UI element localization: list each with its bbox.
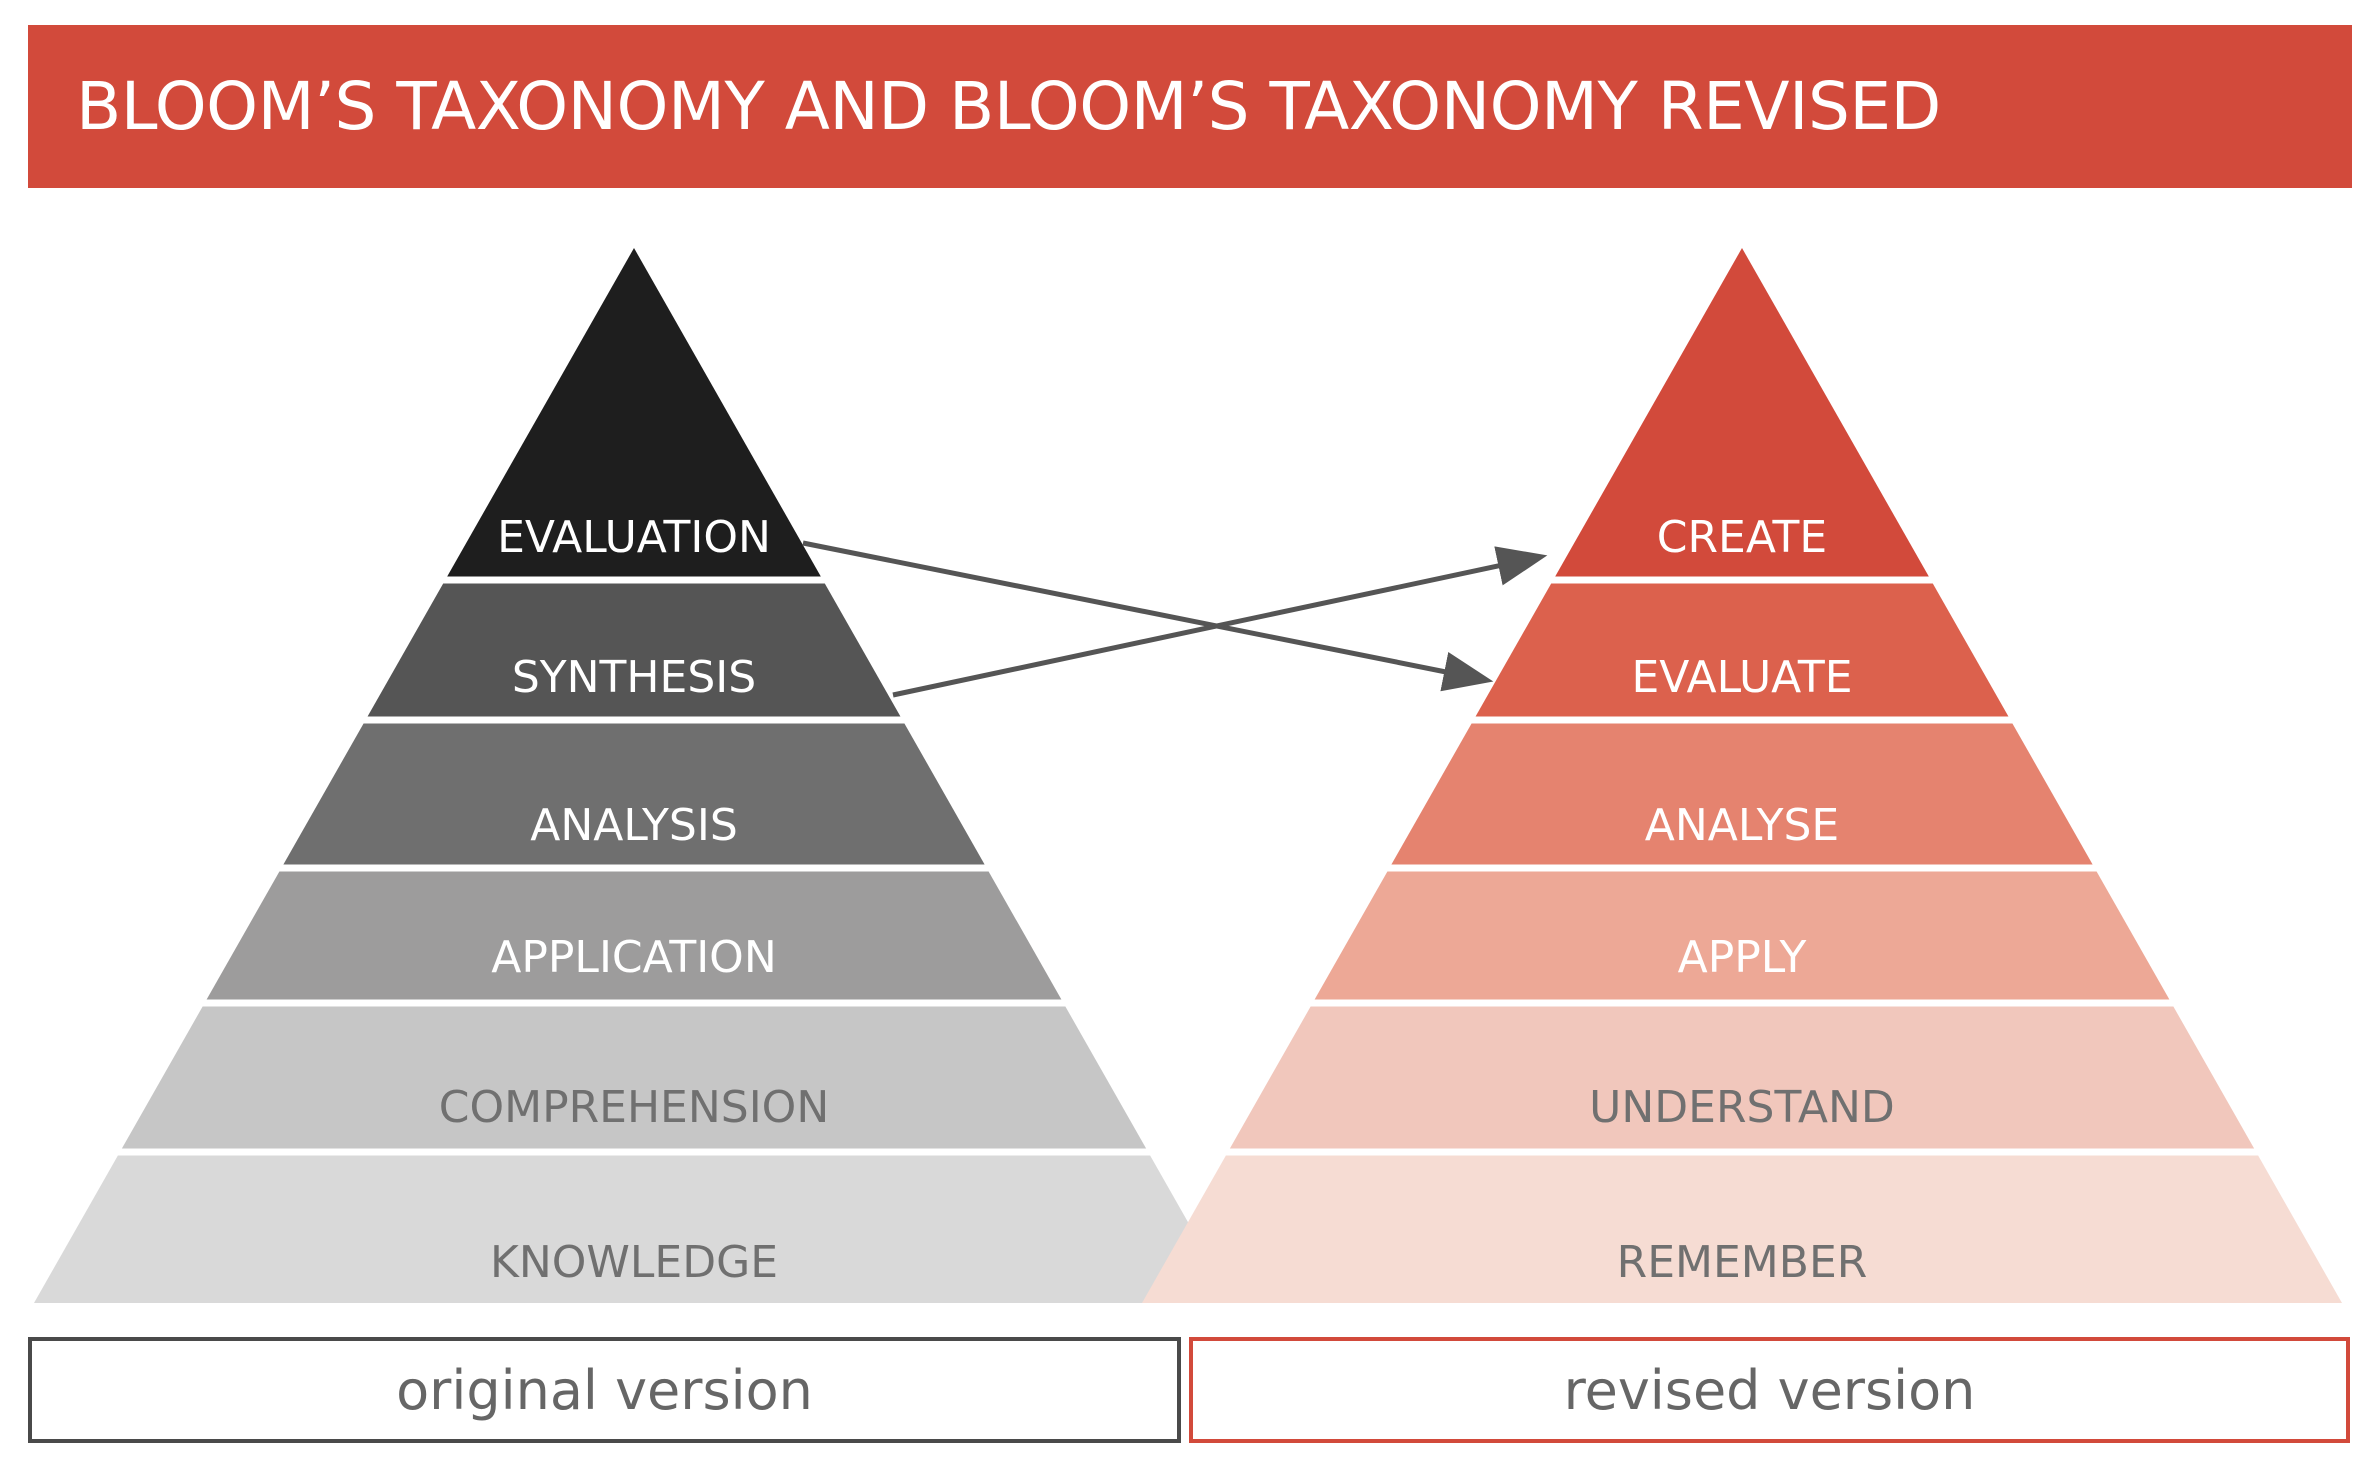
revised-label-remember: REMEMBER (1617, 1237, 1868, 1288)
original-label-analysis: ANALYSIS (530, 800, 738, 851)
original-label-application: APPLICATION (491, 932, 776, 983)
original-pyramid: EVALUATION SYNTHESIS ANALYSIS APPLICATION CO… (34, 248, 1234, 1303)
revised-level-apply (1314, 871, 2170, 1000)
revised-label-evaluate: EVALUATE (1631, 652, 1852, 703)
mapping-arrows (802, 540, 1548, 698)
original-label-knowledge: KNOWLEDGE (490, 1237, 778, 1288)
original-label-synthesis: SYNTHESIS (512, 652, 756, 703)
revised-pyramid: CREATE EVALUATE ANALYSE APPLY UNDERSTAND REME… (1142, 248, 2342, 1303)
original-version-caption: original version (28, 1337, 1181, 1443)
revised-label-create: CREATE (1657, 512, 1827, 563)
arrow-synthesis-to-create (892, 546, 1548, 698)
original-label-evaluation: EVALUATION (497, 512, 771, 563)
revised-level-create (1555, 248, 1929, 577)
original-level-synthesis (367, 583, 901, 717)
revised-label-apply: APPLY (1678, 932, 1807, 983)
revised-level-understand (1229, 1006, 2255, 1149)
diagram-title: BLOOM’S TAXONOMY AND BLOOM’S TAXONOMY RE… (76, 68, 1941, 145)
revised-level-evaluate (1475, 583, 2009, 717)
revised-label-analyse: ANALYSE (1645, 800, 1839, 851)
original-version-label: original version (396, 1358, 813, 1422)
title-banner: BLOOM’S TAXONOMY AND BLOOM’S TAXONOMY RE… (28, 25, 2352, 188)
original-level-evaluation (447, 248, 821, 577)
revised-level-analyse (1391, 723, 2093, 865)
revised-level-remember (1142, 1155, 2342, 1303)
revised-version-caption: revised version (1189, 1337, 2350, 1443)
original-level-application (206, 871, 1062, 1000)
original-label-comprehension: COMPREHENSION (439, 1082, 829, 1133)
original-level-knowledge (34, 1155, 1234, 1303)
revised-version-label: revised version (1563, 1358, 1976, 1422)
arrow-evaluation-to-evaluate (802, 540, 1494, 692)
original-level-comprehension (121, 1006, 1147, 1149)
revised-label-understand: UNDERSTAND (1589, 1082, 1895, 1133)
original-level-analysis (283, 723, 985, 865)
taxonomy-diagram: EVALUATION SYNTHESIS ANALYSIS APPLICATION CO… (34, 248, 2342, 1303)
